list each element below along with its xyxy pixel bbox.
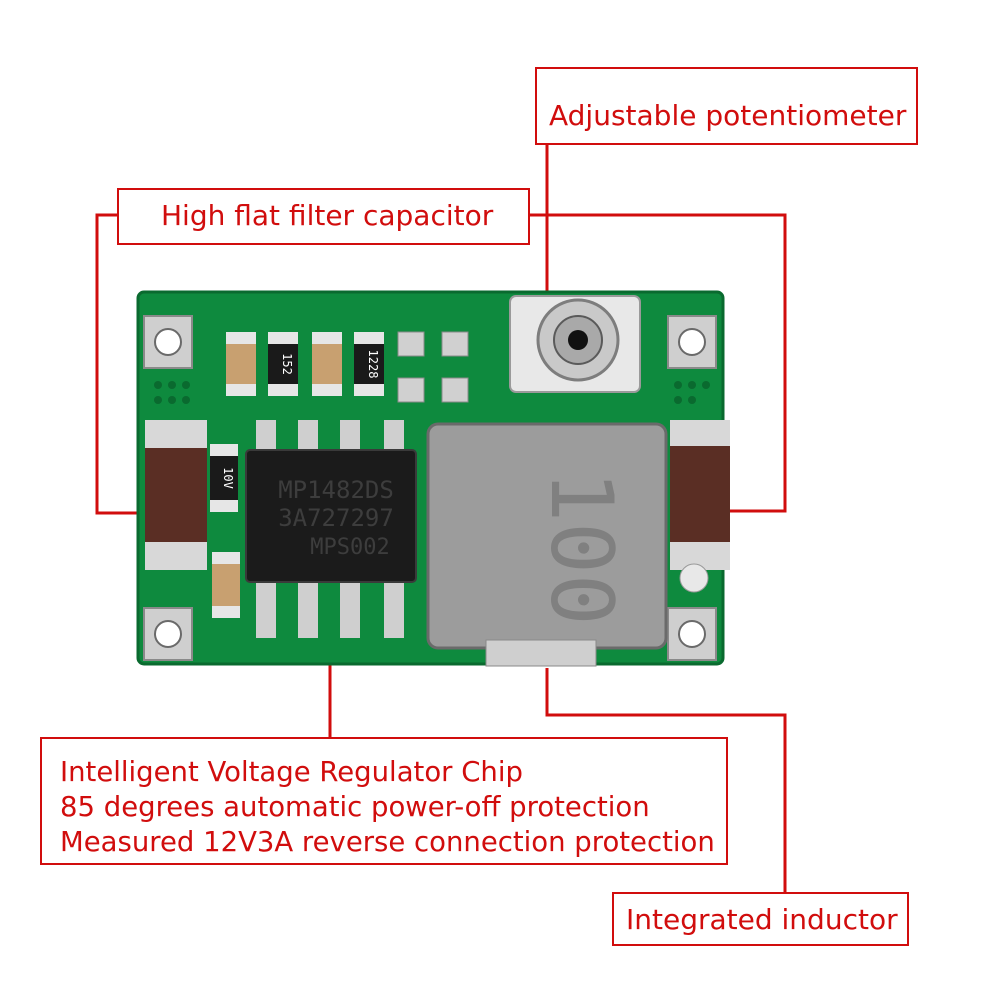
vias (154, 381, 710, 404)
smd-bottom-left (212, 552, 240, 618)
chip-marking-1: MP1482DS (278, 476, 394, 504)
chip-marking-3: MPS002 (310, 535, 389, 560)
callout-inductor: Integrated inductor (612, 892, 909, 946)
callout-chip-line-1: Intelligent Voltage Regulator Chip (60, 756, 523, 788)
leader-lines (95, 145, 787, 892)
chip-marking-2: 3A727297 (278, 504, 394, 532)
resistor-2-marking: 1228 (366, 350, 380, 379)
callout-chip-line-2: 85 degrees automatic power-off protectio… (60, 791, 650, 823)
potentiometer-component (509, 295, 641, 393)
callout-potentiometer-label: Adjustable potentiometer (549, 99, 907, 132)
smd-top-row: 152 1228 (226, 331, 469, 403)
resistor-1-marking: 152 (280, 353, 294, 375)
callout-chip-line-3: Measured 12V3A reverse connection protec… (60, 826, 715, 858)
callout-chip: Intelligent Voltage Regulator Chip 85 de… (40, 737, 728, 865)
callout-capacitor: High flat filter capacitor (117, 188, 530, 245)
inductor-component: 100 (426, 422, 668, 667)
diode: 10V (210, 444, 238, 512)
right-capacitor (670, 420, 730, 593)
leader-inductor (545, 668, 787, 892)
corner-pads (143, 315, 717, 661)
leader-capacitor-left (95, 213, 148, 515)
inductor-marking: 100 (531, 470, 631, 625)
left-capacitor (145, 420, 207, 570)
callout-potentiometer: Adjustable potentiometer (535, 67, 918, 145)
regulator-chip: MP1482DS 3A727297 MPS002 (245, 420, 417, 638)
callout-inductor-label: Integrated inductor (626, 903, 898, 936)
diode-marking: 10V (221, 467, 235, 489)
leader-capacitor-right (530, 213, 787, 513)
callout-capacitor-label: High flat filter capacitor (161, 199, 494, 232)
